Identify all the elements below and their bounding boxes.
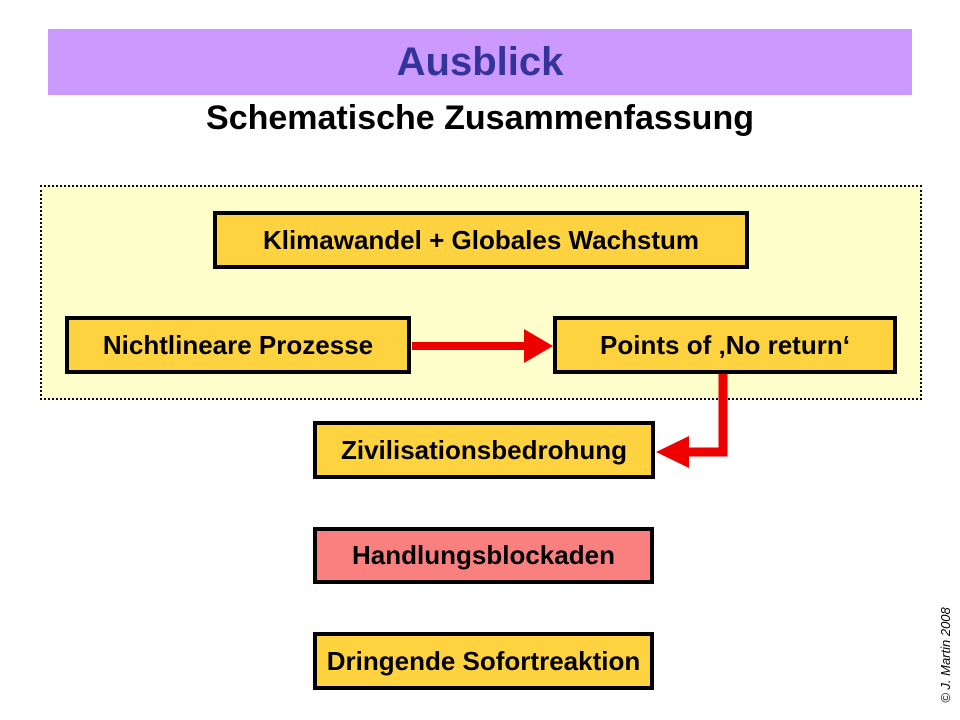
header-bar: Ausblick (48, 29, 912, 95)
box-dringende-sofortreaktion: Dringende Sofortreaktion (313, 632, 654, 690)
copyright-note: © J. Martin 2008 (938, 607, 953, 703)
page-title: Ausblick (396, 39, 564, 84)
box-klimawandel: Klimawandel + Globales Wachstum (213, 211, 749, 269)
box-nichtlineare-prozesse: Nichtlineare Prozesse (65, 316, 411, 374)
box-points-of-no-return: Points of ‚No return‘ (553, 316, 897, 374)
box-handlungsblockaden: Handlungsblockaden (313, 527, 654, 584)
box-zivilisationsbedrohung: Zivilisationsbedrohung (313, 421, 655, 479)
slide-subtitle: Schematische Zusammenfassung (206, 99, 754, 137)
